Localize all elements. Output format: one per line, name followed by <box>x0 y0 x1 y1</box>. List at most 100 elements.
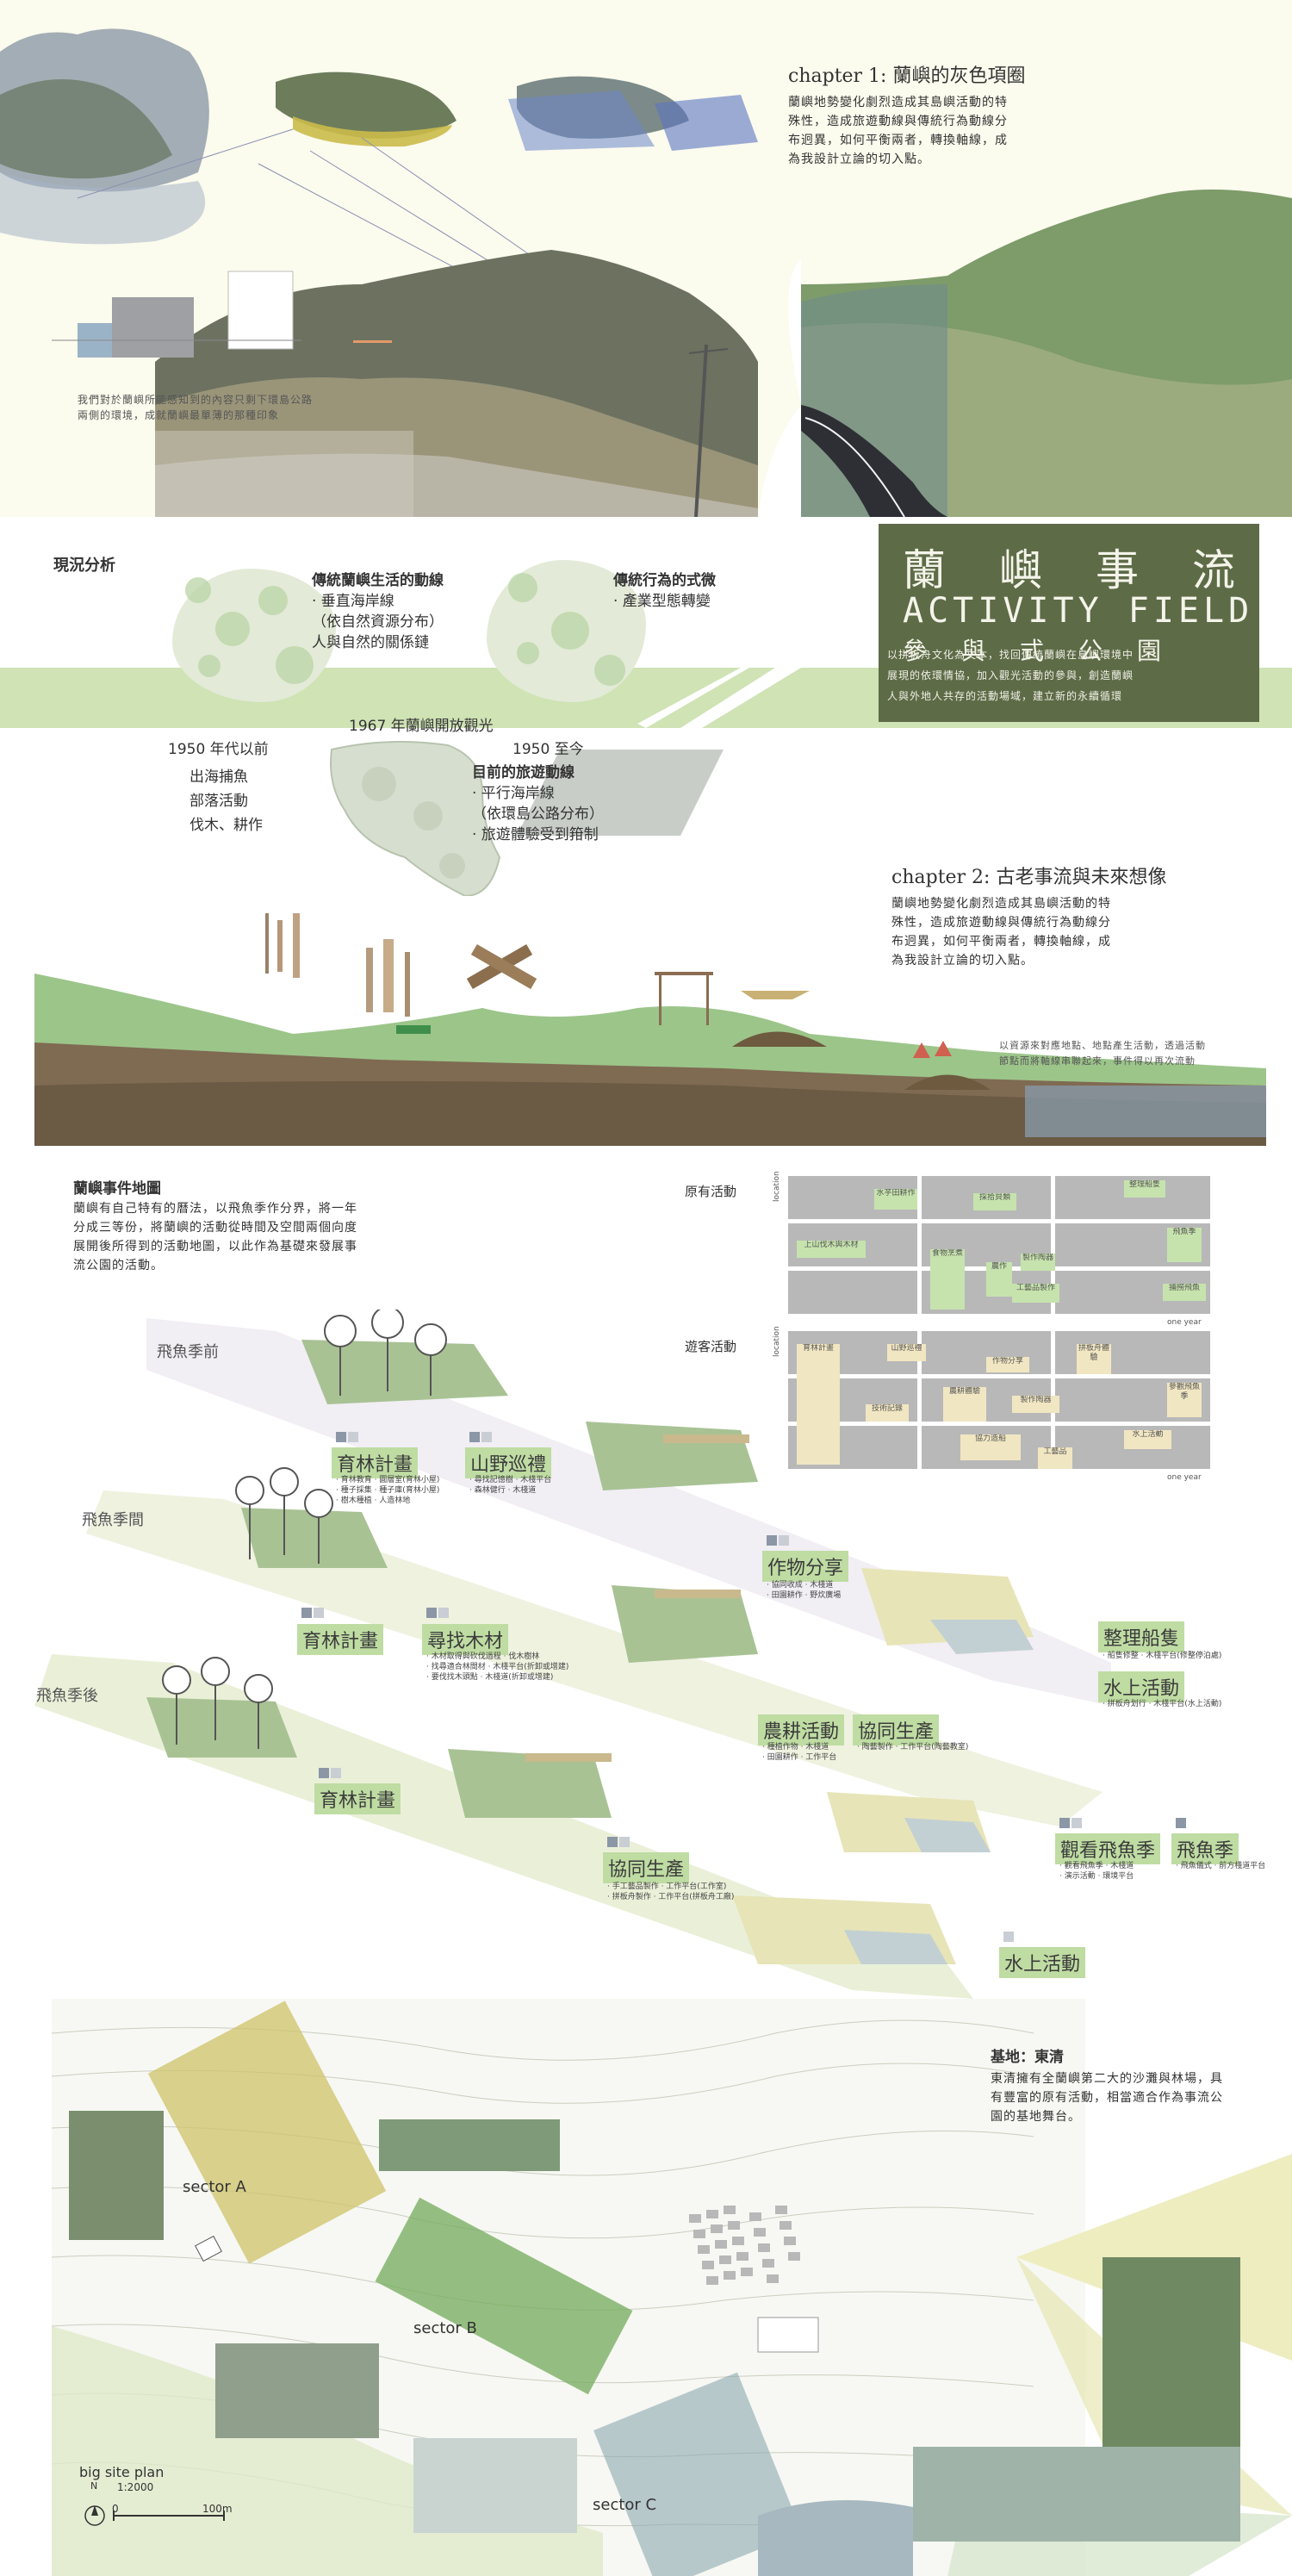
traditional-route: 傳統蘭嶼生活的動線 · 垂直海岸線 （依自然資源分布） 人與自然的關係鏈 <box>312 570 444 653</box>
resource-dot <box>551 612 589 650</box>
tip-water-activity: · 拼板舟划行 · 木棧平台(水上活動) <box>1103 1699 1221 1709</box>
chart-original-axis-x: one year <box>1167 1318 1202 1327</box>
activity-cell: 食物烹煮 <box>930 1249 965 1310</box>
chapter2-note-line: 節點而將軸線串聯起來，事件得以再次流動 <box>999 1055 1196 1067</box>
tag-marker <box>779 1535 789 1546</box>
tag-marker <box>426 1608 437 1618</box>
tag-flying-fish: 飛魚季 <box>1171 1833 1239 1864</box>
activity-before: 伐木、耕作 <box>189 817 263 834</box>
tip-line: · 手工藝品製作 · 工作平台(工作室) <box>607 1882 727 1891</box>
resource-dot <box>362 767 396 801</box>
activity-cell: 製作陶器 <box>1021 1254 1055 1271</box>
chapter1-collage <box>0 0 1292 517</box>
activity-cell: 山野巡禮 <box>887 1344 926 1361</box>
plan-title: big site plan <box>79 2464 165 2480</box>
tip-line: · 森林健行 · 木棧道 <box>469 1486 537 1495</box>
year-1950-before-label: 1950 年代以前 <box>168 741 269 758</box>
events-map-heading: 蘭嶼事件地圖 <box>73 1180 161 1198</box>
events-map-diagram <box>34 1310 1111 1999</box>
resource-dot <box>198 655 221 677</box>
base-body-line: 有豐富的原有活動，相當適合作為事流公 <box>991 2091 1223 2105</box>
resource-dot <box>185 577 211 603</box>
tag-marker <box>1071 1818 1082 1828</box>
base-body-line: 東清擁有全蘭嶼第二大的沙灘與林場，具 <box>991 2072 1223 2086</box>
tag-marker <box>331 1768 341 1778</box>
scale-ratio: 1:2000 <box>117 2481 154 2493</box>
activity-before: 出海捕魚 <box>189 768 248 786</box>
resource-dot <box>508 573 537 602</box>
project-statement-line: 以拼板舟文化為文本，找回傳統蘭嶼在島嶼環境中 <box>887 649 1134 661</box>
resource-dot <box>258 586 288 615</box>
activity-cell: 水芋田耕作 <box>874 1189 917 1210</box>
traditional-route-item: 人與自然的關係鏈 <box>312 634 429 651</box>
tour-route: 目前的旅遊動線 · 平行海岸線 （依環島公路分布） · 旅遊體驗受到箝制 <box>472 762 604 845</box>
chapter2-note: 以資源來對應地點、地點產生活動，透過活動 節點而將軸線串聯起來，事件得以再次流動 <box>999 1038 1206 1069</box>
season-before: 飛魚季前 <box>157 1343 219 1361</box>
traditional-route-item: （依自然資源分布） <box>312 613 444 631</box>
sector-a-label[interactable]: sector A <box>183 2178 246 2196</box>
sector-c-label[interactable]: sector C <box>593 2496 657 2514</box>
project-title-zh: 蘭 嶼 事 流 <box>903 545 1240 595</box>
chapter2-body-line: 為我設計立論的切入點。 <box>891 954 1034 968</box>
sector-c-zone[interactable] <box>593 2372 802 2576</box>
tag-forest-plan-1: 育林計畫 <box>332 1447 419 1478</box>
tag-marker <box>767 1535 777 1546</box>
sector-b-zone[interactable] <box>375 2197 633 2395</box>
tag-marker <box>348 1432 358 1442</box>
tip-boat-maintenance: · 船隻修整 · 木棧平台(修整停泊處) <box>1103 1651 1221 1661</box>
tag-crop-sharing: 作物分享 <box>762 1551 849 1582</box>
ritual-decline-item: · 產業型態轉變 <box>613 593 711 610</box>
events-map-body: 蘭嶼有自己特有的曆法，以飛魚季作分界，將一年 分成三等份，將蘭嶼的活動從時間及空… <box>73 1199 357 1275</box>
tip-line: · 尋找記憶樹 · 木棧平台 <box>469 1476 552 1484</box>
tip-line: · 種子採集 · 種子庫(育林小屋) <box>336 1486 440 1495</box>
tag-farming: 農耕活動 <box>758 1714 845 1745</box>
photo-shore-render <box>913 2447 1240 2542</box>
chapter1-note-line: 兩側的環境，成就蘭嶼最單薄的那種印象 <box>78 409 280 421</box>
chart-original: 水芋田耕作 整理船隻 採拾貝類 上山伐木與木材 食物烹煮 飛魚季 農作 製作陶器… <box>773 1171 1219 1327</box>
scale-length: 100m <box>202 2503 233 2515</box>
ritual-decline-title: 傳統行為的式微 <box>613 572 716 589</box>
events-map-body-line: 蘭嶼有自己特有的曆法，以飛魚季作分界，將一年 <box>73 1202 357 1216</box>
scale-zero: 0 <box>112 2503 119 2515</box>
chapter2-body: 蘭嶼地勢變化劇烈造成其島嶼活動的特 殊性，造成旅遊動線與傳統行為動線分 布迥異，… <box>891 894 1111 970</box>
activity-cell: 工藝品 <box>1038 1447 1072 1469</box>
sector-a-zone[interactable] <box>147 2000 387 2264</box>
north-label: N <box>90 2480 98 2492</box>
activity-cell: 農作 <box>986 1262 1012 1297</box>
tag-forest-plan-2: 育林計畫 <box>297 1624 384 1655</box>
tag-marker <box>469 1432 480 1442</box>
tag-mountain-tour: 山野巡禮 <box>465 1447 552 1478</box>
tag-marker <box>481 1432 492 1442</box>
chart-visitor: 山野巡禮 拼板舟體驗 作物分享 育林計畫 農耕體驗 製作陶器 技術記錄 協力造船… <box>773 1326 1219 1482</box>
project-subtitle: 參 與 式 公 園 <box>903 637 1167 665</box>
tip-line: · 木材取得與砍伐過程 · 伐木樹林 <box>426 1652 540 1661</box>
activities-before: 出海捕魚 部落活動 伐木、耕作 <box>189 765 263 837</box>
resource-dot <box>439 853 465 879</box>
tag-marker <box>1003 1932 1014 1942</box>
base-title: 基地：東清 <box>991 2049 1064 2066</box>
tag-find-wood: 尋找木材 <box>422 1624 509 1655</box>
photo-sector-a-forest <box>69 2111 164 2240</box>
sector-b-label[interactable]: sector B <box>413 2319 477 2337</box>
tour-route-item: · 平行海岸線 <box>472 785 555 802</box>
tip-mountain-tour: · 尋找記憶樹 · 木棧平台 · 森林健行 · 木棧道 <box>469 1475 551 1496</box>
activity-cell: 整理船隻 <box>1124 1180 1165 1198</box>
chapter1-title: chapter 1: 蘭嶼的灰色項圈 <box>788 65 1026 87</box>
events-map-body-line: 展開後所得到的活動地圖，以此作為基礎來發展事 <box>73 1240 357 1254</box>
project-statement: 以拼板舟文化為文本，找回傳統蘭嶼在島嶼環境中 展現的依環情協，加入觀光活動的參與… <box>887 644 1258 706</box>
tag-forest-plan-3: 育林計畫 <box>314 1783 401 1814</box>
tag-marker <box>314 1608 324 1618</box>
chapter2-title: chapter 2: 古老事流與未來想像 <box>891 867 1167 888</box>
traditional-route-title: 傳統蘭嶼生活的動線 <box>312 572 444 589</box>
activity-before: 部落活動 <box>189 793 248 810</box>
tag-marker <box>619 1837 630 1847</box>
events-map-body-line: 流公園的活動。 <box>73 1259 164 1272</box>
chart-grid-cell <box>788 1271 917 1314</box>
chart-visitor-axis-y: location <box>773 1326 781 1357</box>
tip-line: · 演示活動 · 環境平台 <box>1059 1872 1134 1881</box>
chart-original-axis-y: location <box>773 1171 781 1202</box>
year-1967-label: 1967 年蘭嶼開放觀光 <box>349 718 494 735</box>
season-after: 飛魚季後 <box>36 1687 98 1705</box>
tip-line: · 田園耕作 · 工作平台 <box>762 1753 837 1762</box>
activity-cell: 採拾貝類 <box>973 1193 1016 1210</box>
